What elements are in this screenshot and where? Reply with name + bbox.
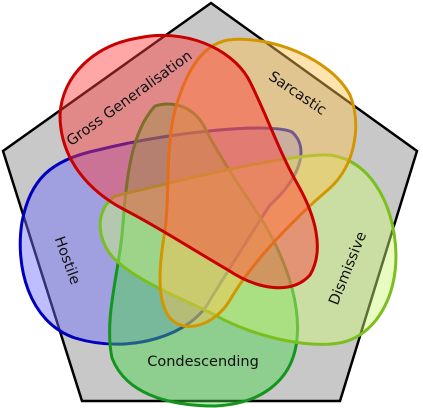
gross-generalisation-shape bbox=[58, 33, 319, 290]
condescending-label: Condescending bbox=[147, 354, 259, 370]
hostile-shape bbox=[18, 126, 303, 346]
dismissive-shape bbox=[98, 153, 398, 346]
venn-shapes bbox=[18, 33, 398, 408]
pentagon-background bbox=[1, 1, 419, 403]
sarcastic-shape bbox=[158, 37, 358, 328]
